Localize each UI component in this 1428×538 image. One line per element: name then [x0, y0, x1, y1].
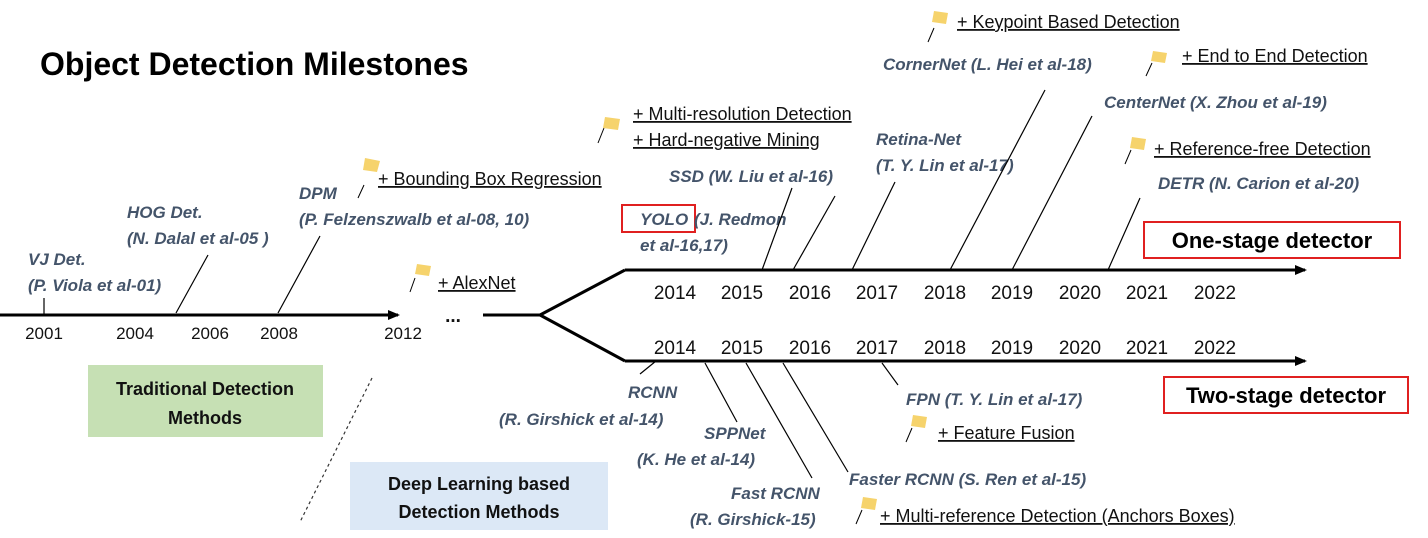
- year-2008: 2008: [260, 324, 298, 343]
- two-stage-year-2020: 2020: [1059, 338, 1101, 359]
- flag-icon: [927, 11, 948, 43]
- yolo-highlight-box: [621, 204, 696, 233]
- one-stage-year-2014: 2014: [654, 283, 697, 304]
- centernet-name: CenterNet (X. Zhou et al-19): [1104, 93, 1327, 112]
- one-stage-year-2021: 2021: [1126, 283, 1168, 304]
- yolo-cite: (J. Redmon: [694, 210, 787, 229]
- one-stage-year-2020: 2020: [1059, 283, 1101, 304]
- feature-keypoint-detection: + Keypoint Based Detection: [957, 12, 1180, 32]
- year-2012: 2012: [384, 324, 422, 343]
- deep-learning-methods-line1: Deep Learning based: [388, 474, 570, 494]
- one-stage-year-2015: 2015: [721, 283, 763, 304]
- two-stage-year-2017: 2017: [856, 338, 898, 359]
- traditional-methods-line1: Traditional Detection: [116, 379, 294, 399]
- hog-connector: [175, 254, 209, 314]
- rcnn-connector: [639, 360, 657, 375]
- centernet-connector: [1011, 115, 1093, 271]
- traditional-methods-line2: Methods: [168, 408, 242, 428]
- feature-multi-reference: + Multi-reference Detection (Anchors Box…: [880, 506, 1235, 526]
- faster-rcnn-connector: [782, 362, 849, 473]
- two-stage-year-2021: 2021: [1126, 338, 1168, 359]
- flag-icon: [855, 497, 877, 525]
- retinanet-connector: [851, 181, 896, 271]
- era-divider-line: [299, 377, 373, 523]
- dpm-name: DPM: [299, 184, 338, 203]
- flag-icon: [597, 117, 620, 144]
- one-stage-year-2018: 2018: [924, 283, 966, 304]
- feature-alexnet: + AlexNet: [438, 273, 516, 293]
- page-title: Object Detection Milestones: [40, 46, 469, 82]
- flag-icon: [409, 264, 431, 293]
- branch-two-stage: [539, 313, 626, 363]
- two-stage-year-2016: 2016: [789, 338, 831, 359]
- two-stage-year-2022: 2022: [1194, 338, 1236, 359]
- deep-learning-methods-box: [350, 462, 608, 530]
- two-stage-year-2014: 2014: [654, 338, 697, 359]
- vj-det-name: VJ Det.: [28, 250, 86, 269]
- fast-rcnn-connector: [745, 362, 813, 479]
- deep-learning-methods-line2: Detection Methods: [398, 502, 559, 522]
- fast-rcnn-cite: (R. Girshick-15): [690, 510, 816, 529]
- feature-bbox-regression: + Bounding Box Regression: [378, 169, 602, 189]
- retinanet-name: Retina-Net: [876, 130, 962, 149]
- flag-icon: [357, 158, 380, 199]
- branch-one-stage: [539, 268, 626, 317]
- traditional-methods-box: [88, 365, 323, 437]
- year-2001: 2001: [25, 324, 63, 343]
- retinanet-cite: (T. Y. Lin et al-17): [876, 156, 1014, 175]
- hog-det-cite: (N. Dalal et al-05 ): [127, 229, 269, 248]
- cornernet-name: CornerNet (L. Hei et al-18): [883, 55, 1092, 74]
- ssd-connector: [761, 187, 793, 271]
- rcnn-cite: (R. Girshick et al-14): [499, 410, 664, 429]
- one-stage-year-2017: 2017: [856, 283, 898, 304]
- feature-fusion: + Feature Fusion: [938, 423, 1075, 443]
- dpm-connector: [277, 235, 321, 314]
- one-stage-label-box: [1143, 221, 1401, 259]
- sppnet-name: SPPNet: [704, 424, 767, 443]
- feature-end-to-end: + End to End Detection: [1182, 46, 1368, 66]
- cornernet-connector: [949, 89, 1046, 271]
- fpn-name: FPN (T. Y. Lin et al-17): [906, 390, 1083, 409]
- two-stage-label: Two-stage detector: [1186, 383, 1387, 408]
- dpm-cite: (P. Felzenszwalb et al-08, 10): [299, 210, 530, 229]
- year-2006: 2006: [191, 324, 229, 343]
- one-stage-year-2022: 2022: [1194, 283, 1236, 304]
- axis-ellipsis: ...: [445, 306, 461, 327]
- two-stage-year-2015: 2015: [721, 338, 763, 359]
- sppnet-connector: [704, 362, 738, 423]
- fast-rcnn-name: Fast RCNN: [731, 484, 821, 503]
- one-stage-year-2019: 2019: [991, 283, 1033, 304]
- rcnn-name: RCNN: [628, 383, 678, 402]
- feature-hard-negative-mining: + Hard-negative Mining: [633, 130, 820, 150]
- vj-det-cite: (P. Viola et al-01): [28, 276, 162, 295]
- fpn-connector: [881, 362, 899, 386]
- faster-rcnn-name: Faster RCNN (S. Ren et al-15): [849, 470, 1086, 489]
- sppnet-cite: (K. He et al-14): [637, 450, 755, 469]
- year-2004: 2004: [116, 324, 154, 343]
- feature-multi-resolution: + Multi-resolution Detection: [633, 104, 852, 124]
- two-stage-year-2018: 2018: [924, 338, 966, 359]
- two-stage-year-2019: 2019: [991, 338, 1033, 359]
- hog-det-name: HOG Det.: [127, 203, 203, 222]
- feature-reference-free: + Reference-free Detection: [1154, 139, 1371, 159]
- retinanet-connector-2016: [792, 195, 836, 271]
- yolo-cite-2: et al-16,17): [640, 236, 728, 255]
- detr-name: DETR (N. Carion et al-20): [1158, 174, 1360, 193]
- one-stage-label: One-stage detector: [1172, 228, 1373, 253]
- flag-icon: [1124, 137, 1146, 165]
- two-stage-label-box: [1163, 376, 1409, 414]
- one-stage-year-2016: 2016: [789, 283, 831, 304]
- flag-icon: [1145, 51, 1167, 77]
- flag-icon: [905, 415, 927, 443]
- detr-connector: [1107, 197, 1141, 271]
- ssd-name: SSD (W. Liu et al-16): [669, 167, 833, 186]
- yolo-name: YOLO: [640, 210, 688, 229]
